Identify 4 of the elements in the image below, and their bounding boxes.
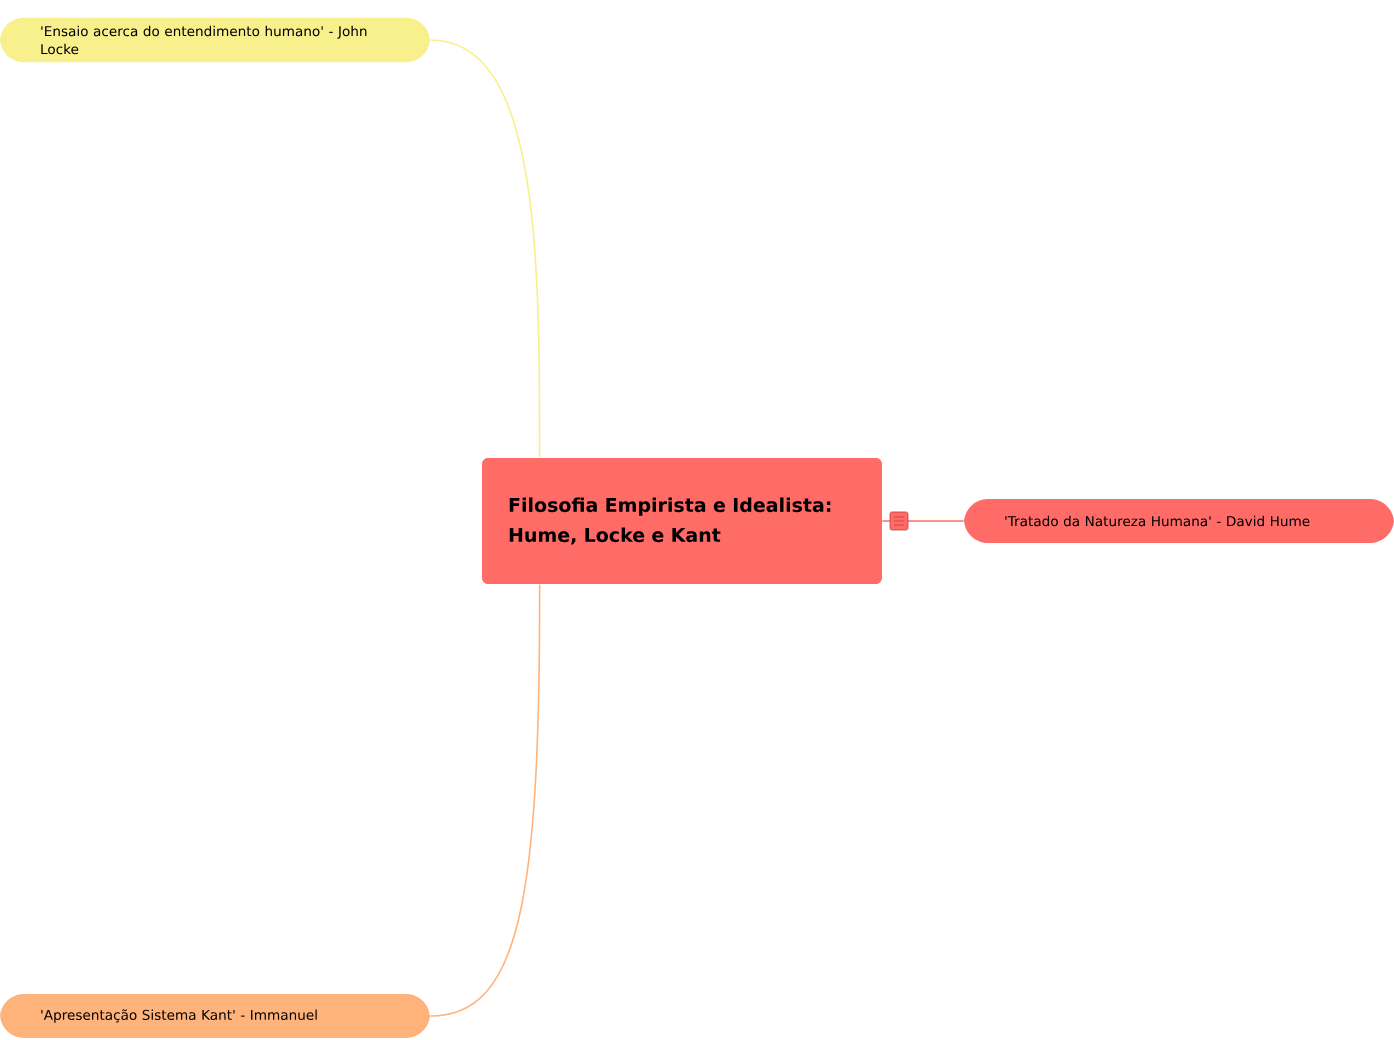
connector: [429, 583, 541, 1017]
topic-box: Filosofia Empirista e Idealista: Hume, Locke e Kant: [482, 458, 882, 584]
connector: [429, 39, 541, 459]
connector: [881, 520, 965, 522]
